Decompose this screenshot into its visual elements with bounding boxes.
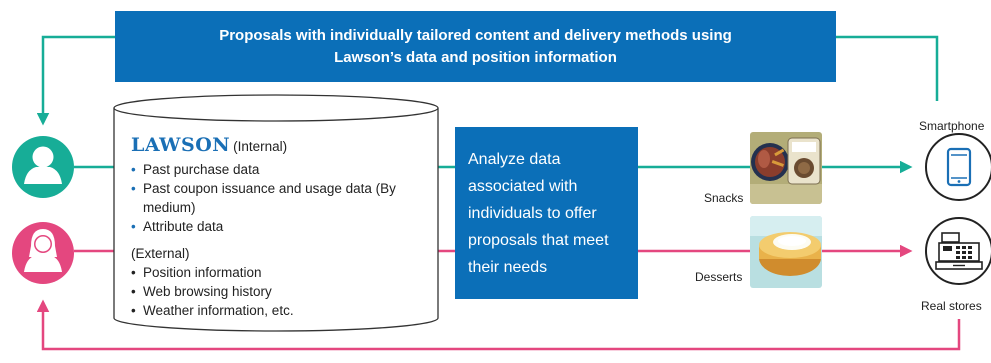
list-item: Weather information, etc.: [131, 301, 431, 320]
analysis-box: Analyze data associated with individuals…: [455, 127, 638, 299]
list-item: Past purchase data: [131, 160, 431, 179]
person-icon: [12, 222, 74, 284]
list-item: Past coupon issuance and usage data (By …: [131, 179, 431, 217]
internal-label: (Internal): [233, 139, 287, 154]
list-item: Position information: [131, 263, 431, 282]
proposal-banner: Proposals with individually tailored con…: [115, 11, 836, 82]
cash-register-icon: [926, 218, 991, 284]
internal-data-list: Past purchase data Past coupon issuance …: [131, 160, 431, 236]
smartphone-label: Smartphone: [919, 119, 984, 133]
list-item: Web browsing history: [131, 282, 431, 301]
snacks-label: Snacks: [704, 191, 743, 205]
feedback-loop-teal: [836, 37, 937, 101]
feedback-loop-teal-left: [43, 37, 115, 123]
banner-line-2: Lawson’s data and position information: [334, 47, 617, 69]
snacks-image: [750, 132, 822, 204]
list-item: Attribute data: [131, 217, 431, 236]
person-icon: [12, 136, 74, 198]
lawson-logo: LAWSON: [131, 134, 230, 156]
smartphone-icon: [926, 134, 991, 200]
real-stores-label: Real stores: [921, 299, 982, 313]
desserts-image: [750, 216, 822, 288]
desserts-label: Desserts: [695, 270, 742, 284]
external-label: (External): [131, 244, 431, 263]
database-content: LAWSON (Internal) Past purchase data Pas…: [131, 134, 431, 320]
external-data-list: Position information Web browsing histor…: [131, 263, 431, 320]
banner-line-1: Proposals with individually tailored con…: [219, 25, 732, 47]
